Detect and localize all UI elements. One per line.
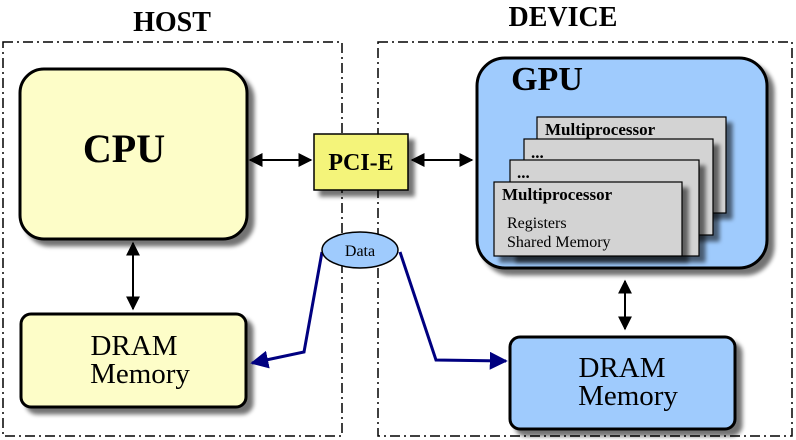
data-ellipse <box>321 231 399 269</box>
data-to-host-arrow <box>250 251 324 369</box>
cpu-box: CPU <box>18 67 249 241</box>
multiprocessor-card: Multiprocessor Registers Shared Memory <box>493 181 683 257</box>
host-dram-line2: Memory <box>90 358 190 390</box>
gpu-label: GPU <box>511 61 583 98</box>
data-label: Data <box>345 243 375 260</box>
registers-label: Registers <box>507 215 567 232</box>
pcie-shape <box>313 133 409 191</box>
multiprocessor-label: Multiprocessor <box>545 120 656 139</box>
gpu-box: GPU Multiprocessor ... ... Multiprocesso… <box>475 56 769 270</box>
multiprocessor-ellipsis: ... <box>517 163 530 182</box>
device-dram-shape <box>508 335 737 431</box>
host-dram-shape <box>19 312 248 409</box>
device-dram-box: DRAM Memory <box>508 335 737 431</box>
device-title: DEVICE <box>509 2 618 33</box>
device-boundary <box>377 41 793 437</box>
data-to-device-arrow <box>398 251 508 370</box>
multiprocessor-ellipsis: ... <box>531 143 544 162</box>
pcie-box: PCI-E <box>313 133 409 191</box>
cpu-shape <box>18 67 249 241</box>
host-title: HOST <box>133 7 211 38</box>
device-region: DEVICE <box>377 2 793 437</box>
shared-memory-label: Shared Memory <box>507 234 611 251</box>
host-dram-box: DRAM Memory <box>19 312 248 409</box>
cpu-label: CPU <box>83 126 165 171</box>
pcie-label: PCI-E <box>328 150 393 176</box>
device-dram-line2: Memory <box>578 380 678 412</box>
host-dram-line1: DRAM <box>90 330 177 362</box>
data-bubble: Data <box>321 231 399 269</box>
device-dram-line1: DRAM <box>578 352 665 384</box>
multiprocessor-label: Multiprocessor <box>502 185 613 204</box>
